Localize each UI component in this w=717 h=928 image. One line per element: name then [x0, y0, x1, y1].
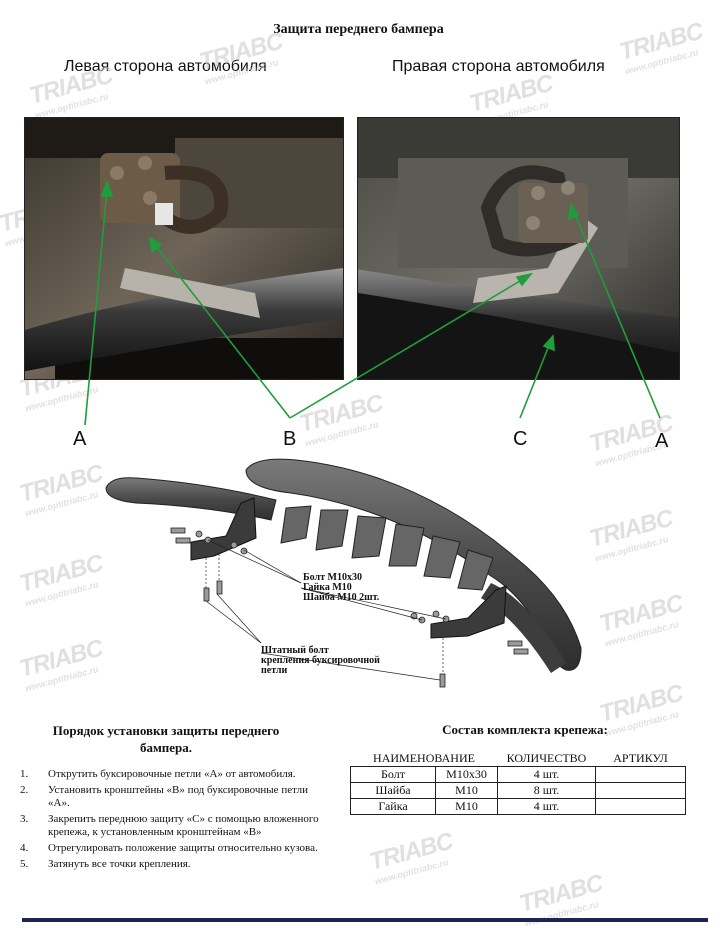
callout-a-left: A [73, 428, 87, 450]
guard-fins [280, 505, 494, 591]
table-header-row: НАИМЕНОВАНИЕ КОЛИЧЕСТВО АРТИКУЛ [350, 750, 686, 767]
arrow-head [568, 202, 580, 221]
kit-title: Состав комплекта крепежа: [442, 722, 608, 737]
right-side-photo [357, 117, 680, 380]
tow-bolt-label-line1: Штатный болт [261, 645, 329, 656]
right-side-label: Правая сторона автомобиля [392, 58, 605, 75]
leader-line-a-right [573, 211, 661, 419]
hardware-label-bolt: Болт М10х30 [303, 572, 362, 583]
header-quantity: КОЛИЧЕСТВО [497, 750, 596, 767]
header-name: НАИМЕНОВАНИЕ [350, 750, 498, 767]
arrow-head [148, 236, 163, 254]
leader-line-a-left [84, 189, 108, 426]
list-item: 1.Открутить буксировочные петли «А» от а… [20, 768, 296, 780]
assembly-diagram [96, 448, 606, 698]
left-side-photo [24, 117, 344, 380]
list-item: 4.Отрегулировать положение защиты относи… [20, 842, 318, 854]
left-bracket [190, 497, 257, 561]
callout-a-right: A [655, 430, 669, 452]
installation-title: Порядок установки защиты переднего бампе… [52, 723, 280, 755]
callout-leader-lines [84, 179, 661, 426]
right-bracket [430, 585, 507, 639]
left-side-label: Левая сторона автомобиля [64, 58, 267, 75]
list-item: 2.Установить кронштейны «В» под буксиров… [20, 784, 308, 809]
callout-c: C [513, 428, 528, 450]
list-item: 3.Закрепить переднюю защиту «С» с помощь… [20, 813, 319, 838]
callout-b: B [283, 428, 297, 450]
hardware-label-washer: Шайба М10 2шт. [303, 592, 380, 603]
bottom-bar [22, 918, 708, 922]
tow-bolt-label-line3: петли [261, 665, 288, 676]
installation-steps: 1.Открутить буксировочные петли «А» от а… [20, 768, 320, 874]
header-article: АРТИКУЛ [595, 750, 686, 767]
leader-line-b-right [289, 277, 526, 419]
page-title: Защита переднего бампера [273, 22, 444, 37]
arrow-head [542, 334, 555, 352]
leader-line-c [519, 342, 551, 419]
left-bolts [170, 527, 248, 602]
hardware-label-nut: Гайка М10 [303, 582, 352, 593]
list-item: 5.Затянуть все точки крепления. [20, 858, 191, 870]
rear-tube [105, 477, 277, 521]
arrow-head [515, 272, 534, 287]
main-tube [245, 458, 582, 671]
arrow-head [100, 179, 114, 197]
leader-line-b-left [154, 244, 291, 419]
tow-bolt-label-line2: крепления буксировочной [261, 655, 380, 666]
diagram-leaders [205, 539, 447, 681]
